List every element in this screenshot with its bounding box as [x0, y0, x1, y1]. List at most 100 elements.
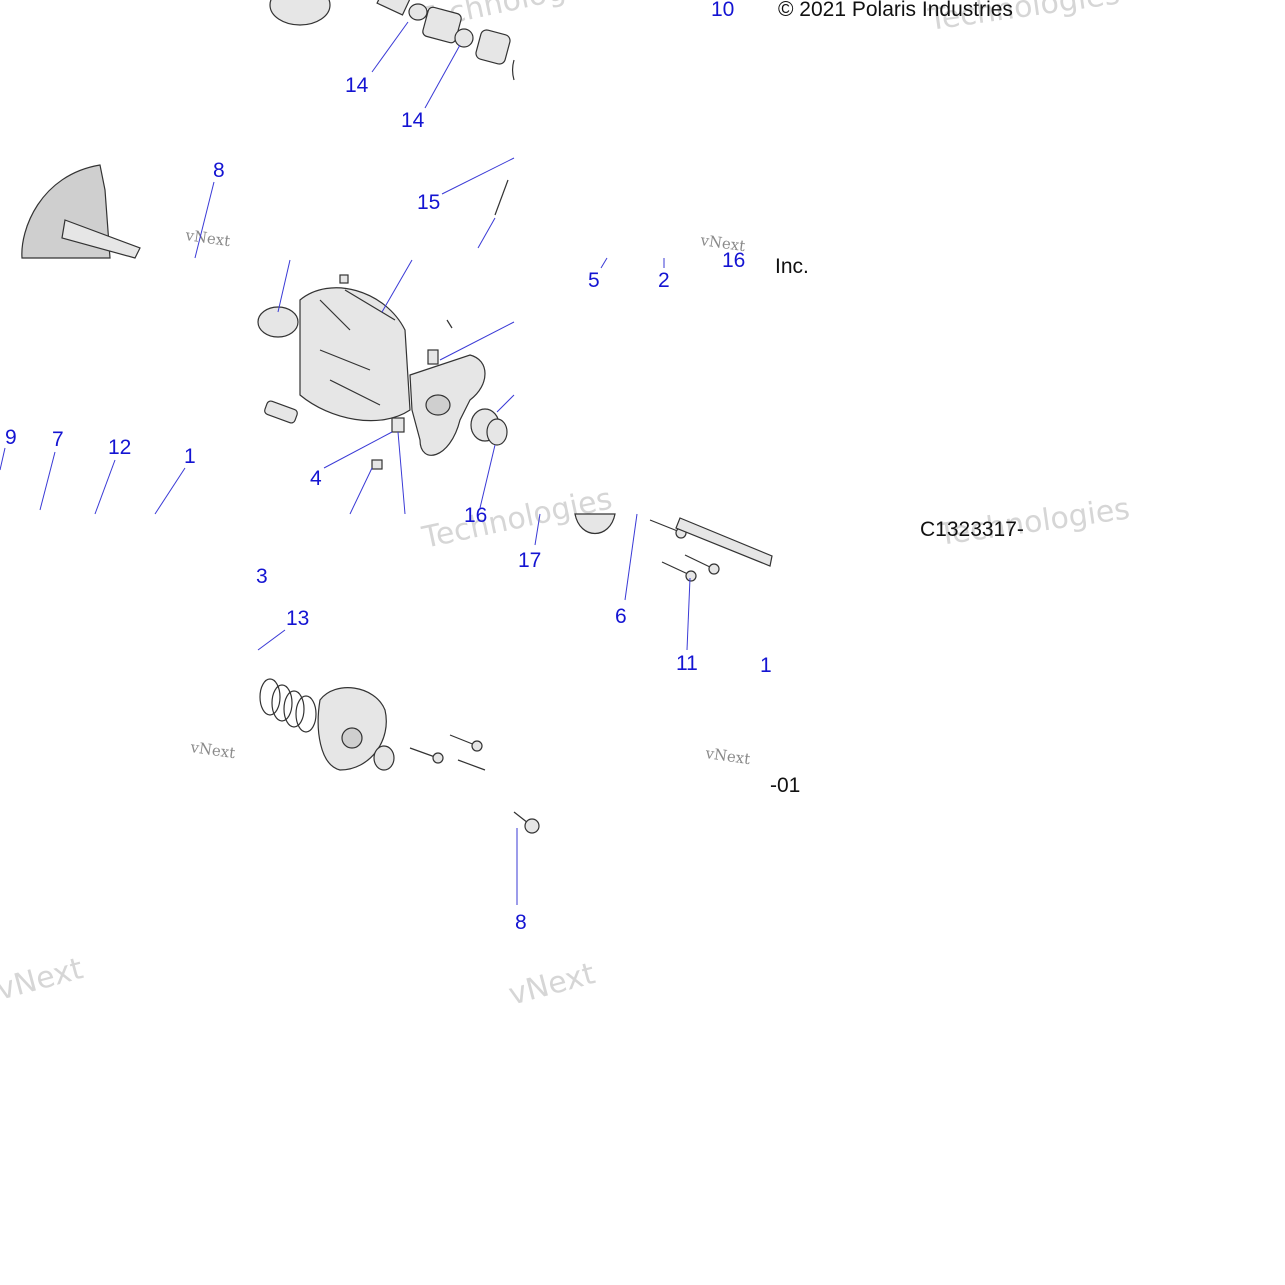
washer [339, 274, 349, 284]
callout-number: 16 [464, 504, 487, 527]
leader-lines [534, 513, 691, 651]
callout-number: 2 [658, 269, 670, 292]
watermark-layer: vNext vNext [0, 951, 599, 1013]
callout-number: 1 [760, 654, 772, 677]
leader-lines [257, 629, 286, 651]
spring [259, 678, 317, 733]
callout-number: 14 [345, 74, 369, 97]
leader-line [39, 451, 56, 511]
watermark-text: vNext [183, 226, 231, 250]
callout-number: 1 [184, 445, 196, 468]
edge-arc [512, 59, 515, 81]
spider-bore [425, 394, 451, 416]
callout-number: 13 [286, 607, 309, 630]
callout-number: 15 [417, 191, 440, 214]
leader-line [257, 629, 286, 651]
callout-number: 11 [676, 652, 698, 675]
pin [446, 319, 453, 329]
leader-line [424, 44, 461, 109]
watermark-text: vNext [188, 738, 236, 762]
callout-number: 3 [256, 565, 268, 588]
watermark-text: vNext [0, 951, 87, 1008]
callout-number: 5 [588, 269, 600, 292]
leader-line [154, 467, 186, 515]
drawing-number: C1323317- [920, 518, 1024, 541]
bolt-shank [649, 519, 681, 533]
tile-bolts-rod [574, 513, 773, 582]
washer [454, 28, 474, 48]
bushing [373, 745, 395, 771]
tile-sheave-assembly [21, 0, 515, 259]
tile-spring-cover [259, 678, 486, 771]
leader-line [477, 217, 496, 249]
leader-lines [0, 259, 515, 515]
bolt-head [432, 752, 444, 764]
watermark-text: vNext [703, 744, 751, 768]
cover-bore [341, 727, 363, 749]
sheave-shaft [61, 219, 141, 259]
callout-number: 8 [515, 911, 527, 934]
pin [494, 179, 509, 216]
callout-number: 8 [213, 159, 225, 182]
leader-line [397, 431, 406, 515]
spring-coil [295, 695, 317, 733]
spider-housing [299, 287, 411, 422]
leader-line [323, 431, 393, 469]
callout-number: 7 [52, 428, 64, 451]
leader-line [194, 181, 215, 259]
leader-line [349, 467, 373, 515]
copyright-text: © 2021 Polaris Industries [778, 0, 1013, 21]
leader-line [94, 459, 116, 515]
bolt-head [685, 570, 697, 582]
leader-line [371, 21, 409, 73]
watermark-text: vNext [505, 956, 599, 1013]
bolt-head [471, 740, 483, 752]
callout-number: 10 [711, 0, 734, 21]
leader-line [381, 259, 413, 313]
tile-bolt [513, 811, 540, 905]
callout-labels: 10 14 14 8 15 5 2 16 9 7 12 1 4 16 17 3 … [5, 0, 772, 934]
tile-spider-housing [257, 274, 508, 470]
leader-line [0, 447, 6, 471]
cover-edge [574, 513, 616, 535]
shaft-segment [376, 0, 412, 16]
roller [264, 400, 298, 424]
leader-line [534, 513, 541, 546]
callout-number: 9 [5, 426, 17, 449]
leader-line [479, 444, 496, 509]
spring-coil [259, 678, 281, 716]
bolt-head [524, 818, 540, 834]
bolt-shank [409, 747, 436, 758]
sheave-face [269, 0, 331, 26]
housing-ribs [319, 289, 396, 406]
leader-line [686, 577, 691, 651]
bolt-head [708, 563, 720, 575]
callout-number: 16 [722, 249, 745, 272]
drawing-suffix: -01 [770, 774, 800, 797]
leader-line [441, 157, 515, 195]
leader-line [439, 321, 515, 361]
leader-line [277, 259, 291, 313]
inc-fragment: Inc. [775, 255, 809, 278]
bushing [475, 29, 511, 65]
pin [427, 349, 439, 365]
callout-number: 17 [518, 549, 541, 572]
leader-line [624, 513, 638, 601]
leader-line [600, 257, 608, 269]
bolt-shank [513, 811, 529, 824]
callout-number: 4 [310, 467, 322, 490]
bolt-shank [449, 734, 476, 746]
button [391, 417, 405, 433]
callout-number: 6 [615, 605, 627, 628]
bolt-shank [661, 561, 691, 576]
washer [408, 3, 428, 21]
callout-number: 14 [401, 109, 425, 132]
washer [371, 459, 383, 470]
bushing [257, 306, 299, 338]
seal-ring [486, 418, 508, 446]
bolt-shank [684, 554, 713, 569]
pivot-rod [675, 517, 773, 567]
leader-lines [194, 21, 665, 269]
spring-coil [283, 690, 305, 728]
